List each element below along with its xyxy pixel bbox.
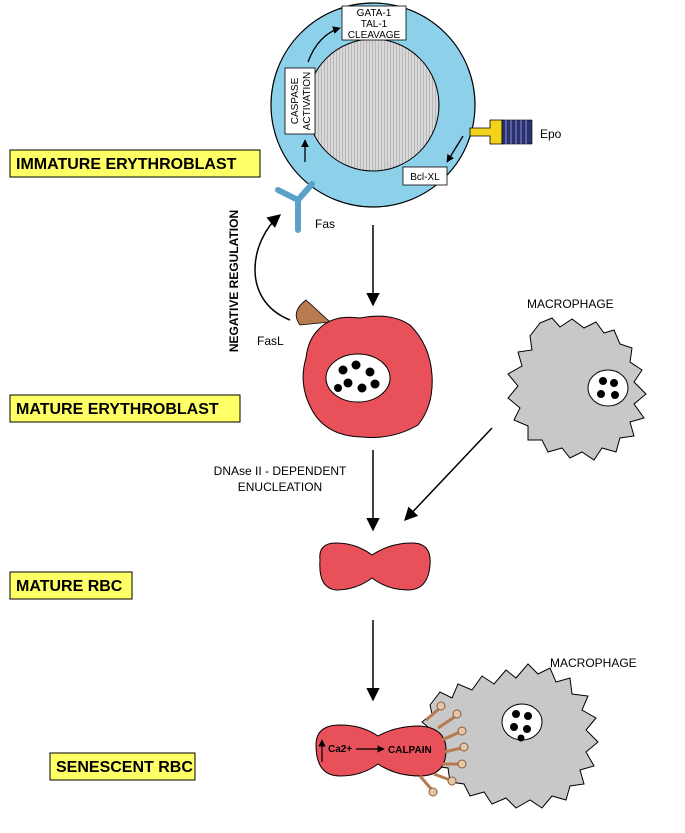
dnase-label-line1: DNAse II - DEPENDENT [214,464,347,478]
macrophage-bottom [421,663,599,809]
gata-text-1: GATA-1 [357,8,392,19]
macrophage-bottom-label: MACROPHAGE [550,656,637,670]
mature-rbc-cell [319,542,431,591]
macrophage-top [507,317,647,461]
fasl-label: FasL [257,334,284,348]
gata-text-2: TAL-1 [361,19,388,30]
bcl-xl-box: Bcl-XL [402,166,448,186]
macrophage-bottom-nucleus [501,703,543,741]
arrow-macrophage-to-rbc [404,427,493,521]
fas-label: Fas [315,217,335,231]
fasl-ligand [295,299,331,326]
epo-label: Epo [540,127,562,141]
stage-label-mature-erythroblast: MATURE ERYTHROBLAST [9,394,241,423]
gata-text-3: CLEAVAGE [348,30,401,41]
stage-text-senescent-rbc: SENESCENT RBC [56,759,193,776]
epo-receptor [469,119,533,145]
stage-text-mature-rbc: MATURE RBC [16,578,123,595]
negative-regulation-label: NEGATIVE REGULATION [227,210,241,352]
calpain-label: CALPAIN [388,745,432,756]
stage-text-immature: IMMATURE ERYTHROBLAST [16,156,237,173]
ca2-label: Ca2+ [328,744,352,755]
arrow-epo-to-bcl [446,135,464,163]
bcl-xl-text: Bcl-XL [410,172,440,183]
stage-label-mature-rbc: MATURE RBC [9,571,133,600]
fas-receptor [275,181,315,233]
caspase-text-2: ACTIVATION [302,72,313,131]
dnase-label-line2: ENUCLEATION [238,480,322,494]
stage-text-mature-erythroblast: MATURE ERYTHROBLAST [16,401,219,418]
stage-label-senescent-rbc: SENESCENT RBC [49,752,196,781]
epo-ligand [501,119,533,145]
caspase-text-1: CASPASE [290,77,301,124]
mature-erythroblast-cell [302,315,433,438]
macrophage-top-label: MACROPHAGE [527,297,614,311]
arrow-caspase-to-gata [307,26,341,63]
macrophage-top-nucleus [587,369,629,407]
caspase-activation-box: CASPASE ACTIVATION [284,67,316,135]
gata-cleavage-box: GATA-1 TAL-1 CLEAVAGE [341,5,407,41]
immature-nucleus [306,38,440,172]
negative-regulation-arrow [254,214,291,321]
stage-label-immature-erythroblast: IMMATURE ERYTHROBLAST [9,149,261,178]
binding-receptors [418,701,469,797]
